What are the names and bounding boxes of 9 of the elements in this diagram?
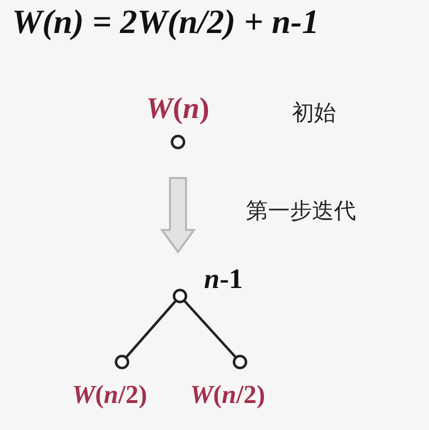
node-label: W(n) [146, 92, 210, 126]
node-label: W(n/2) [72, 380, 148, 410]
node-label: W(n/2) [190, 380, 266, 410]
step-note: 初始 [292, 100, 336, 128]
block-arrow [160, 177, 196, 254]
tree-edge [183, 300, 237, 358]
node-label: n-1 [204, 264, 243, 296]
formula-title: W(n) = 2W(n/2) + n-1 [12, 4, 319, 42]
tree-edge [125, 300, 177, 358]
